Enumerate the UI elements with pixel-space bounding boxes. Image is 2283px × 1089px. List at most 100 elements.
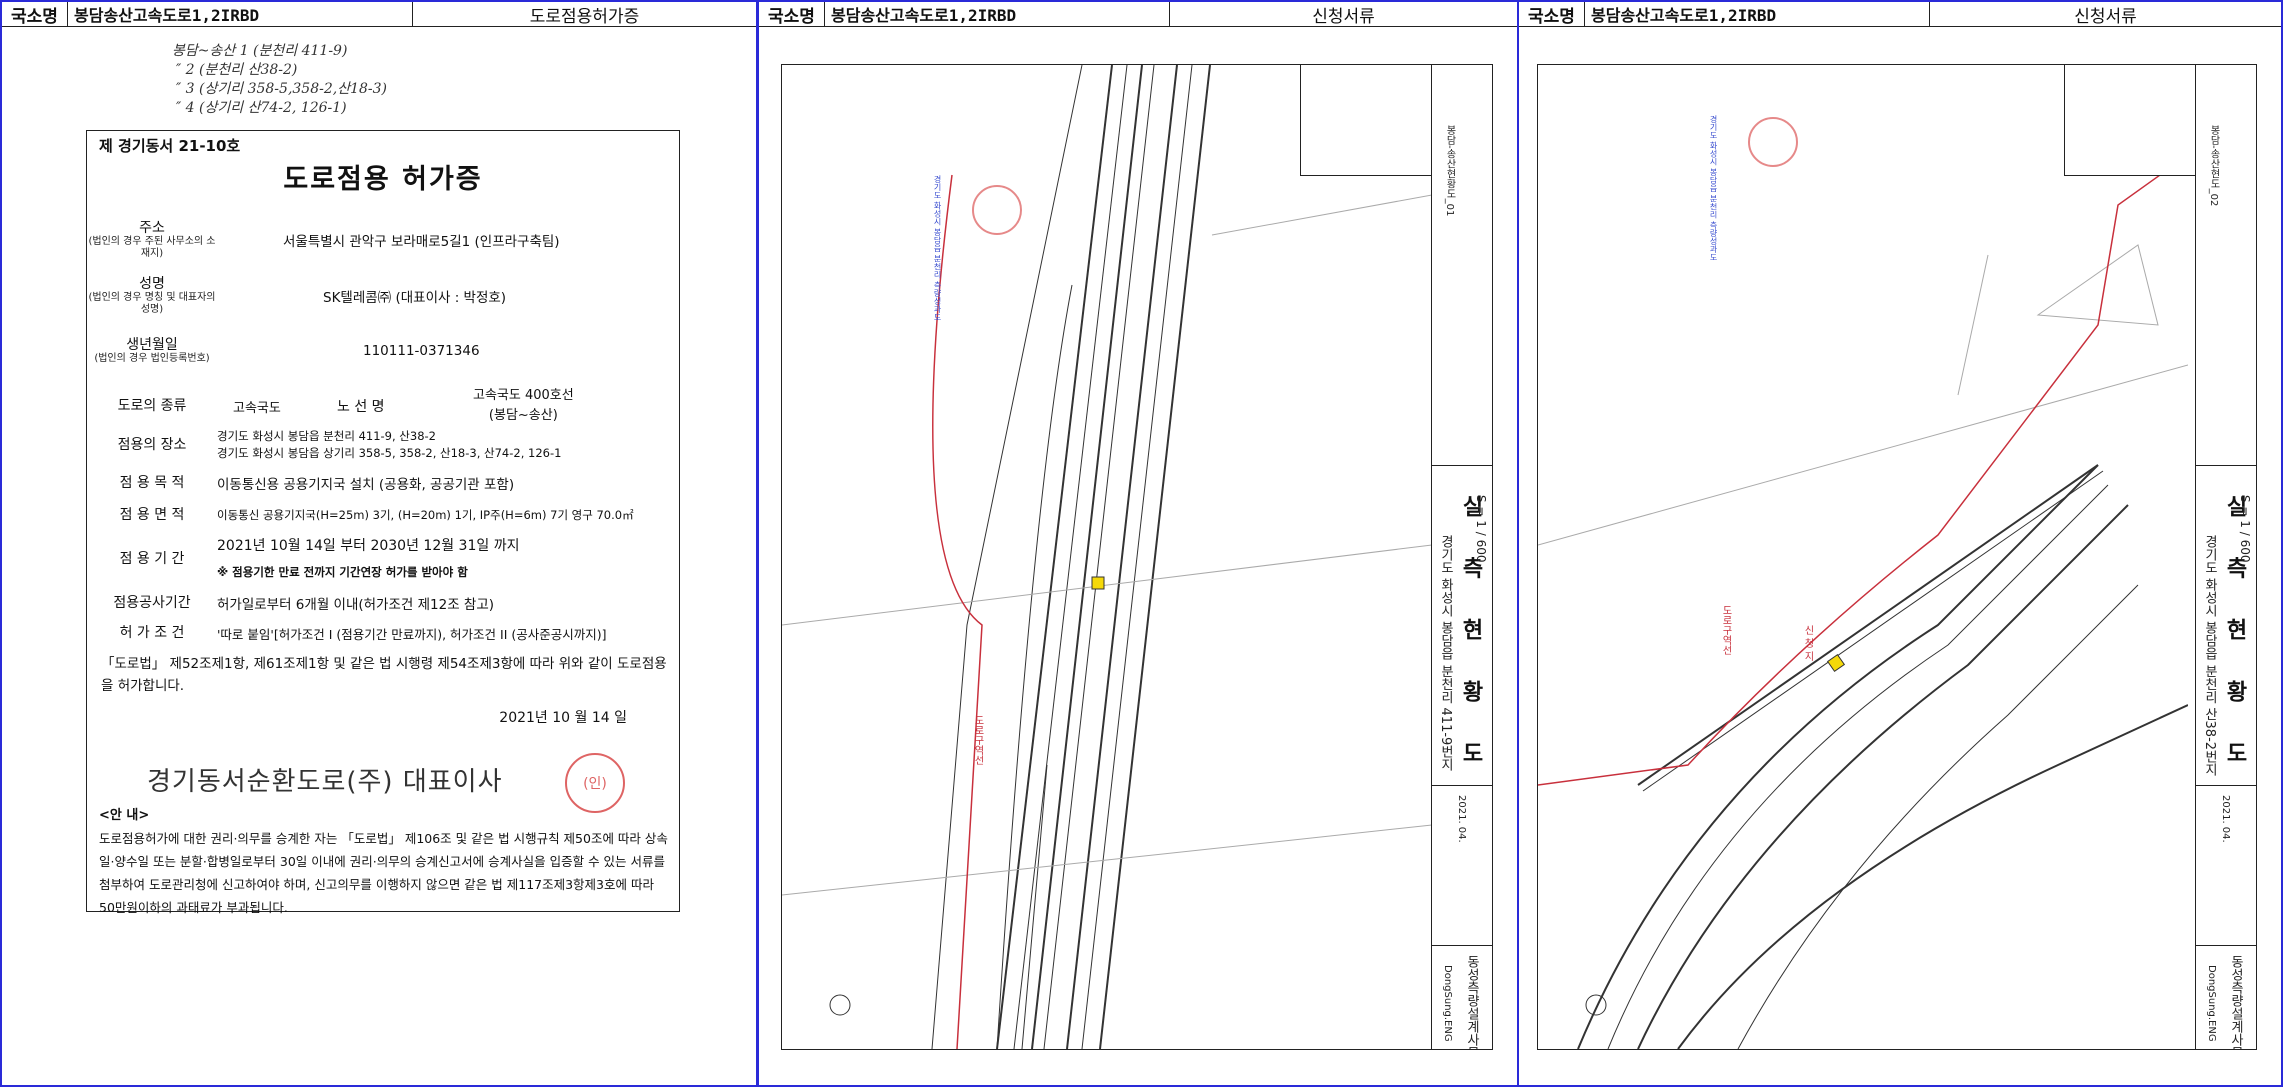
period-label: 점 용 기 간: [119, 550, 185, 567]
purpose-value: 이동통신용 공용기지국 설치 (공용화, 공공기관 포함): [217, 477, 515, 493]
header-label: 국소명: [1519, 2, 1585, 27]
drawing-title: 실 측 현 황 도: [1458, 495, 1483, 780]
note-line: ″ 3 (상기리 358-5,358-2,산18-3): [176, 81, 388, 97]
survey-office-en: DongSung.ENG: [2206, 965, 2217, 1042]
approval-seal: [972, 185, 1022, 235]
header-label: 국소명: [759, 2, 825, 27]
drawing-date: 2021. 04.: [1456, 795, 1467, 843]
approval-stamp-text: 경기도 화성시 봉담읍 분천리 측량성과도: [933, 175, 942, 322]
title-block: 봉담-송산현황도_01 실 측 현 황 도 경기도 화성시 봉담읍 분천리 41…: [1431, 65, 1492, 1049]
address-note: (법인의 경우 주된 사무소의 소재지): [88, 235, 216, 259]
panel-drawing-2: 국소명 봉담송산고속도로1,2IRBD 신청서류 경기도 화성시 봉담읍 분천리: [1517, 0, 2283, 1087]
road-boundary-label: 도로구역선: [972, 715, 983, 765]
issuer: 경기동서순환도로(주) 대표이사: [147, 767, 503, 797]
issue-date: 2021년 10 월 14 일: [499, 710, 627, 726]
panel-permit: 국소명 봉담송산고속도로1,2IRBD 도로점용허가증 봉담~송산 1 (분천리…: [0, 0, 758, 1087]
road-type-label: 도로의 종류: [117, 397, 187, 414]
work-label: 점용공사기간: [113, 594, 191, 611]
place-label: 점용의 장소: [117, 436, 187, 453]
seal-text: (인): [583, 776, 607, 792]
drawing-scale: S = 1 / 600: [1474, 495, 1488, 563]
legend-box: [1300, 65, 1432, 176]
name-note: (법인의 경우 명칭 및 대표자의 성명): [88, 291, 216, 315]
place-line-1: 경기도 화성시 봉담읍 분천리 411-9, 산38-2: [217, 429, 436, 443]
road-occupancy-permit: 제 경기동서 21-10호 도로점용 허가증 주소(법인의 경우 주된 사무소의…: [86, 130, 680, 915]
guide-title: <안 내>: [99, 808, 150, 823]
period-note: ※ 점용기한 만료 전까지 기간연장 허가를 받아야 함: [217, 565, 468, 579]
route-value: 고속국도 400호선: [473, 388, 574, 403]
sheet-number: 봉담-송산현도_02: [2208, 125, 2219, 207]
place-line-2: 경기도 화성시 봉담읍 상기리 358-5, 358-2, 산18-3, 산74…: [217, 446, 562, 460]
panel-header: 국소명 봉담송산고속도로1,2IRBD 도로점용허가증: [2, 2, 756, 27]
row-period: 점 용 기 간 2021년 10월 14일 부터 2030년 12월 31일 까…: [87, 531, 679, 587]
site-marker: [1091, 576, 1105, 590]
note-line: ″ 4 (상기리 산74-2, 126-1): [176, 100, 347, 116]
name-label: 성명: [139, 275, 165, 292]
row-place: 점용의 장소 경기도 화성시 봉담읍 분천리 411-9, 산38-2 경기도 …: [87, 425, 679, 465]
header-doc-type: 신청서류: [1312, 6, 1375, 27]
drawing-scale: S = 1 / 600: [2238, 495, 2252, 563]
road-plan-drawing: [782, 65, 1432, 1049]
site-marker: [1826, 653, 1846, 673]
survey-drawing-sheet: 경기도 화성시 봉담읍 분천리 측량성과도 도로구역선 신 청 지 봉담-송산현…: [1537, 64, 2257, 1050]
cond-value: '따로 붙임'[허가조건 I (점용기간 만료까지), 허가조건 II (공사준…: [217, 626, 607, 642]
purpose-label: 점 용 목 적: [119, 474, 185, 491]
row-road-type: 도로의 종류 고속국도 노 선 명 고속국도 400호선 (봉담~송산): [87, 381, 679, 431]
header-site: 봉담송산고속도로1,2IRBD: [68, 2, 413, 26]
header-doc-type: 도로점용허가증: [529, 6, 640, 27]
name-value: SK텔레콤㈜ (대표이사 : 박정호): [323, 290, 507, 306]
row-birth: 생년월일(법인의 경우 법인등록번호) 110111-0371346: [87, 327, 679, 375]
survey-office-en: DongSung.ENG: [1442, 965, 1453, 1042]
cond-label: 허 가 조 건: [119, 624, 185, 641]
road-boundary-label: 도로구역선: [1720, 605, 1731, 655]
permit-title: 도로점용 허가증: [283, 164, 483, 195]
header-label: 국소명: [2, 2, 68, 27]
title-block: 봉담-송산현도_02 실 측 현 황 도 경기도 화성시 봉담읍 분천리 산38…: [2195, 65, 2256, 1049]
header-site: 봉담송산고속도로1,2IRBD: [825, 2, 1170, 26]
work-value: 허가일로부터 6개월 이내(허가조건 제12조 참고): [217, 597, 495, 613]
site-label: 신 청 지: [1802, 625, 1813, 662]
panel-header: 국소명 봉담송산고속도로1,2IRBD 신청서류: [759, 2, 1517, 27]
guide-section: <안 내> 도로점용허가에 대한 권리·의무를 승계한 자는 「도로법」 제10…: [99, 803, 669, 919]
official-seal: (인): [565, 753, 625, 813]
survey-drawing-sheet: 경기도 화성시 봉담읍 분천리 측량성과도 도로구역선 봉담-송산현황도_01 …: [781, 64, 1493, 1050]
drawing-location: 경기도 화성시 봉담읍 분천리 산38-2번지: [2202, 535, 2217, 777]
row-address: 주소(법인의 경우 주된 사무소의 소재지) 서울특별시 관악구 보라매로5길1…: [87, 215, 679, 265]
row-conditions: 허 가 조 건 '따로 붙임'[허가조건 I (점용기간 만료까지), 허가조건…: [87, 619, 679, 647]
road-boundary-line: [932, 174, 983, 1049]
approval-seal: [1748, 117, 1798, 167]
area-value: 이동통신 공용기지국(H=25m) 3기, (H=20m) 1기, IP주(H=…: [217, 508, 634, 522]
drawing-title: 실 측 현 황 도: [2222, 495, 2247, 780]
row-purpose: 점 용 목 적 이동통신용 공용기지국 설치 (공용화, 공공기관 포함): [87, 467, 679, 499]
panel-header: 국소명 봉담송산고속도로1,2IRBD 신청서류: [1519, 2, 2281, 27]
area-label: 점 용 면 적: [119, 506, 185, 523]
legal-basis: 「도로법」 제52조제1항, 제61조제1항 및 같은 법 시행령 제54조제3…: [101, 656, 667, 694]
header-site: 봉담송산고속도로1,2IRBD: [1585, 2, 1930, 26]
drawing-date: 2021. 04.: [2220, 795, 2231, 843]
route-label: 노 선 명: [337, 399, 385, 415]
sheet-number: 봉담-송산현황도_01: [1444, 125, 1455, 217]
route-sub: (봉담~송산): [488, 408, 558, 423]
approval-stamp-text: 경기도 화성시 봉담읍 분천리 측량성과도: [1709, 115, 1718, 262]
permit-number: 제 경기동서 21-10호: [99, 137, 241, 155]
row-area: 점 용 면 적 이동통신 공용기지국(H=25m) 3기, (H=20m) 1기…: [87, 499, 679, 531]
survey-office: 동성측량설계사무소: [1464, 955, 1479, 1050]
birth-value: 110111-0371346: [363, 343, 480, 359]
survey-office: 동성측량설계사무소: [2228, 955, 2243, 1050]
road-plan-drawing: [1538, 154, 2188, 1049]
birth-label: 생년월일: [126, 336, 178, 353]
panel-drawing-1: 국소명 봉담송산고속도로1,2IRBD 신청서류: [757, 0, 1519, 1087]
road-boundary-line: [1538, 154, 2188, 786]
address-value: 서울특별시 관악구 보라매로5길1 (인프라구축팀): [283, 234, 560, 250]
guide-text: 도로점용허가에 대한 권리·의무를 승계한 자는 「도로법」 제106조 및 같…: [99, 831, 668, 915]
drawing-location: 경기도 화성시 봉담읍 분천리 411-9번지: [1438, 535, 1453, 772]
note-line: ″ 2 (분천리 산38-2): [176, 62, 298, 78]
row-name: 성명(법인의 경우 명칭 및 대표자의 성명) SK텔레콤㈜ (대표이사 : 박…: [87, 271, 679, 321]
legend-box: [2064, 65, 2196, 176]
address-label: 주소: [139, 219, 165, 236]
period-value: 2021년 10월 14일 부터 2030년 12월 31일 까지: [217, 538, 520, 554]
header-doc-type: 신청서류: [2074, 6, 2137, 27]
row-work-period: 점용공사기간 허가일로부터 6개월 이내(허가조건 제12조 참고): [87, 589, 679, 617]
road-type-value: 고속국도: [233, 400, 281, 416]
birth-note: (법인의 경우 법인등록번호): [94, 352, 210, 364]
